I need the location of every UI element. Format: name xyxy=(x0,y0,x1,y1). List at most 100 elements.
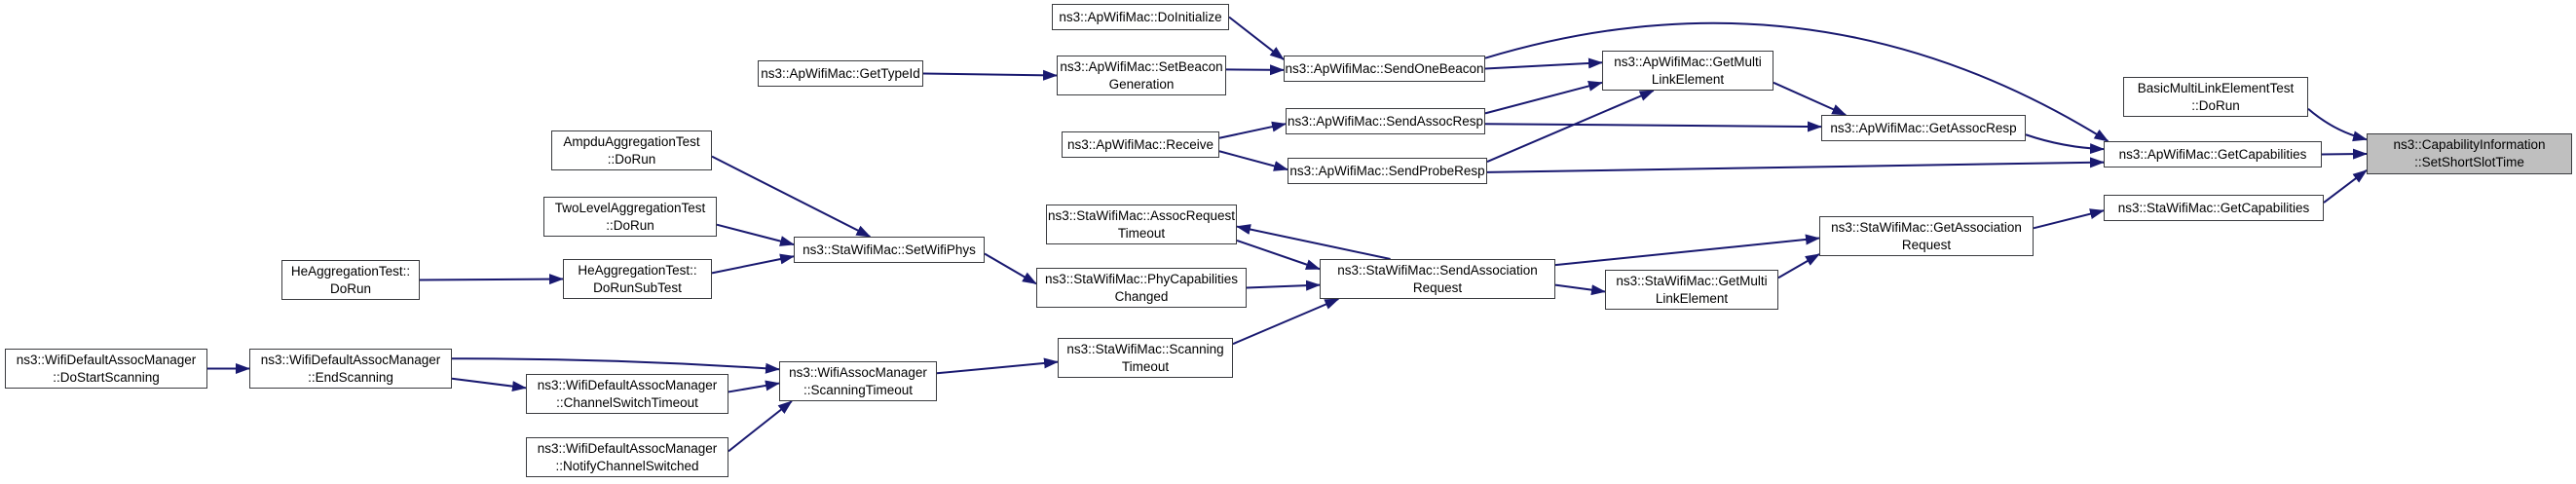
graph-node-label: ::SetShortSlotTime xyxy=(2414,155,2524,169)
edge-wdam_endscanning-to-wam_scanningtimeout xyxy=(451,357,780,374)
graph-node-label: ::DoRun xyxy=(607,151,656,167)
graph-node-label: BasicMultiLinkElementTest xyxy=(2137,80,2295,95)
edge-basicmulti_dorun-to-target xyxy=(2307,108,2368,142)
edge-wdam_channelswitch-to-wam_scanningtimeout xyxy=(728,380,780,393)
graph-node-ap_getassocresp[interactable]: ns3::ApWifiMac::GetAssocResp xyxy=(1821,115,2026,141)
graph-node-label: ns3::ApWifiMac::SetBeacon xyxy=(1060,58,1223,74)
edge-ap_sendproberesp-to-ap_getcaps xyxy=(1486,157,2105,173)
edge-ap_sendassocresp-to-ap_getassocresp xyxy=(1484,121,1822,132)
edge-ap_setbeacongen-to-ap_sendonebeacon xyxy=(1225,64,1285,76)
graph-node-he_dorun[interactable]: HeAggregationTest::DoRun xyxy=(281,260,420,300)
graph-node-ap_sendassocresp[interactable]: ns3::ApWifiMac::SendAssocResp xyxy=(1286,108,1485,134)
graph-node-label: LinkElement xyxy=(1651,71,1725,87)
graph-node-label: ns3::ApWifiMac::SendProbeResp xyxy=(1289,163,1485,178)
edge-sta_sendassocreq-to-sta_assocreqtimeout xyxy=(1236,224,1391,260)
graph-node-wdam_dostartscanning[interactable]: ns3::WifiDefaultAssocManager::DoStartSca… xyxy=(5,349,207,389)
edge-ap_getassocresp-to-ap_getcaps xyxy=(2025,133,2105,155)
graph-node-label: HeAggregationTest:: xyxy=(290,263,411,279)
graph-node-label: ns3::StaWifiMac::AssocRequest xyxy=(1047,207,1236,223)
graph-node-label: TwoLevelAggregationTest xyxy=(554,200,706,215)
graph-node-wam_scanningtimeout[interactable]: ns3::WifiAssocManager::ScanningTimeout xyxy=(779,361,937,401)
graph-node-label: HeAggregationTest:: xyxy=(578,262,697,278)
graph-node-wdam_channelswitch[interactable]: ns3::WifiDefaultAssocManager::ChannelSwi… xyxy=(526,374,728,414)
graph-node-label: ns3::ApWifiMac::Receive xyxy=(1066,136,1214,152)
graph-node-label: ns3::ApWifiMac::SendAssocResp xyxy=(1287,113,1484,129)
graph-node-label: Request xyxy=(1901,237,1952,252)
graph-node-label: ::ScanningTimeout xyxy=(803,382,914,397)
edge-sta_getassocreq-to-sta_getcaps xyxy=(2033,208,2105,230)
graph-node-ap_sendonebeacon[interactable]: ns3::ApWifiMac::SendOneBeacon xyxy=(1284,56,1485,82)
graph-node-label: ns3::ApWifiMac::SendOneBeacon xyxy=(1285,60,1484,76)
edge-ampdu_dorun-to-sta_setwifiphys xyxy=(711,155,872,238)
graph-node-label: ns3::StaWifiMac::GetAssociation xyxy=(1831,219,2022,235)
graph-node-ap_doinitialize[interactable]: ns3::ApWifiMac::DoInitialize xyxy=(1052,4,1229,30)
graph-node-he_dorunsubtest[interactable]: HeAggregationTest::DoRunSubTest xyxy=(563,259,712,299)
graph-node-label: ns3::WifiAssocManager xyxy=(789,364,927,380)
graph-node-label: ::EndScanning xyxy=(308,369,393,385)
edge-ap_getcaps-to-target xyxy=(2321,148,2368,160)
graph-node-label: ns3::ApWifiMac::GetAssocResp xyxy=(1830,120,2017,135)
graph-node-label: Timeout xyxy=(1121,358,1170,374)
edge-wdam_notifychannel-to-wam_scanningtimeout xyxy=(728,400,793,453)
graph-node-label: ns3::StaWifiMac::GetMulti xyxy=(1616,273,1768,288)
graph-node-label: LinkElement xyxy=(1655,290,1729,306)
edge-sta_assocreqtimeout-to-sta_sendassocreq xyxy=(1236,239,1321,271)
edge-ap_sendonebeacon-to-ap_getmultilink xyxy=(1484,57,1603,70)
graph-node-label: ::DoStartScanning xyxy=(53,369,160,385)
graph-node-twolevel_dorun[interactable]: TwoLevelAggregationTest::DoRun xyxy=(543,197,717,237)
graph-node-label: ::NotifyChannelSwitched xyxy=(555,458,699,473)
edge-ap_sendassocresp-to-ap_getmultilink xyxy=(1484,81,1603,115)
graph-node-label: ::DoRun xyxy=(2191,97,2240,113)
graph-node-label: ns3::ApWifiMac::DoInitialize xyxy=(1059,9,1222,24)
edge-he_dorun-to-he_dorunsubtest xyxy=(419,274,564,285)
graph-node-target: ns3::CapabilityInformation::SetShortSlot… xyxy=(2367,133,2572,174)
graph-node-ap_gettypeid[interactable]: ns3::ApWifiMac::GetTypeId xyxy=(758,60,923,87)
edge-sta_setwifiphys-to-sta_phycapschanged xyxy=(984,252,1037,285)
edge-ap_getmultilink-to-ap_getassocresp xyxy=(1773,81,1848,116)
edge-wam_scanningtimeout-to-sta_scanningtimeout xyxy=(936,357,1059,375)
edge-twolevel_dorun-to-sta_setwifiphys xyxy=(716,223,795,246)
graph-node-ap_getcaps[interactable]: ns3::ApWifiMac::GetCapabilities xyxy=(2104,141,2322,168)
graph-node-label: ns3::StaWifiMac::PhyCapabilities xyxy=(1044,271,1239,286)
graph-node-ap_receive[interactable]: ns3::ApWifiMac::Receive xyxy=(1062,131,1219,158)
graph-node-label: ns3::WifiDefaultAssocManager xyxy=(16,352,197,367)
graph-node-label: ns3::StaWifiMac::SendAssociation xyxy=(1337,262,1538,278)
graph-node-basicmulti_dorun[interactable]: BasicMultiLinkElementTest::DoRun xyxy=(2123,77,2308,117)
graph-node-label: Changed xyxy=(1114,288,1169,304)
edge-ap_sendproberesp-to-ap_getmultilink xyxy=(1486,90,1655,163)
graph-node-ampdu_dorun[interactable]: AmpduAggregationTest::DoRun xyxy=(551,130,712,170)
edge-sta_scanningtimeout-to-sta_sendassocreq xyxy=(1232,298,1340,346)
edge-wdam_endscanning-to-wdam_channelswitch xyxy=(451,377,527,392)
graph-node-label: ns3::WifiDefaultAssocManager xyxy=(537,377,718,392)
graph-node-label: ns3::StaWifiMac::GetCapabilities xyxy=(2117,200,2310,215)
graph-node-wdam_notifychannel[interactable]: ns3::WifiDefaultAssocManager::NotifyChan… xyxy=(526,437,728,477)
edge-ap_gettypeid-to-ap_setbeacongen xyxy=(922,69,1058,81)
graph-node-ap_sendproberesp[interactable]: ns3::ApWifiMac::SendProbeResp xyxy=(1288,158,1487,184)
graph-node-sta_setwifiphys[interactable]: ns3::StaWifiMac::SetWifiPhys xyxy=(794,237,985,263)
graph-node-label: Generation xyxy=(1108,76,1175,92)
graph-node-label: ns3::WifiDefaultAssocManager xyxy=(260,352,441,367)
graph-node-label: ns3::ApWifiMac::GetTypeId xyxy=(761,65,920,81)
graph-node-label: ns3::StaWifiMac::SetWifiPhys xyxy=(803,242,976,257)
edge-he_dorunsubtest-to-sta_setwifiphys xyxy=(711,253,795,275)
graph-node-sta_getcaps[interactable]: ns3::StaWifiMac::GetCapabilities xyxy=(2104,195,2324,221)
graph-node-label: ::DoRun xyxy=(606,217,654,233)
graph-node-wdam_endscanning[interactable]: ns3::WifiDefaultAssocManager::EndScannin… xyxy=(249,349,452,389)
graph-node-label: ns3::StaWifiMac::Scanning xyxy=(1066,341,1224,356)
graph-node-label: ns3::WifiDefaultAssocManager xyxy=(537,440,718,456)
graph-node-label: ns3::CapabilityInformation xyxy=(2393,137,2546,153)
graph-node-label: ::ChannelSwitchTimeout xyxy=(556,394,698,410)
graph-node-label: ns3::ApWifiMac::GetMulti xyxy=(1614,54,1762,69)
graph-node-label: Request xyxy=(1412,279,1463,295)
graph-node-label: DoRun xyxy=(329,280,372,296)
edge-sta_sendassocreq-to-sta_getmultilink xyxy=(1554,283,1606,296)
